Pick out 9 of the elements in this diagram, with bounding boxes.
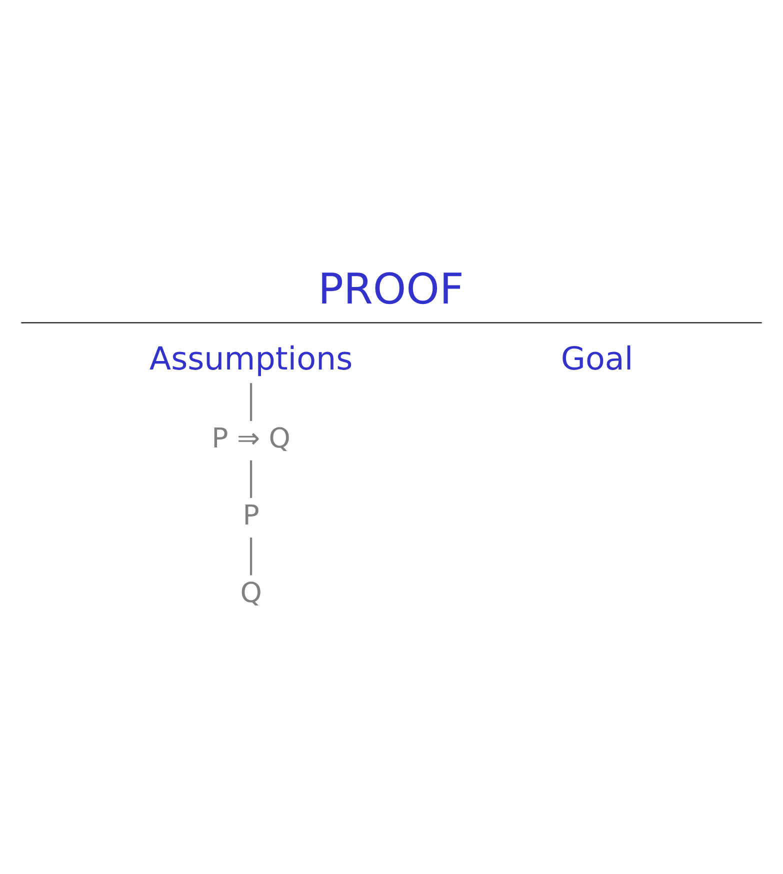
- diagram-title: PROOF: [318, 264, 464, 314]
- node-text: Q: [240, 576, 262, 609]
- node-text: P: [242, 500, 260, 532]
- connector: [250, 460, 252, 498]
- node-text: Assumptions: [149, 341, 353, 378]
- connector: [250, 538, 252, 576]
- node-text: Goal: [560, 341, 634, 378]
- node-text: P ⇒ Q: [212, 422, 290, 454]
- connector: [250, 383, 252, 421]
